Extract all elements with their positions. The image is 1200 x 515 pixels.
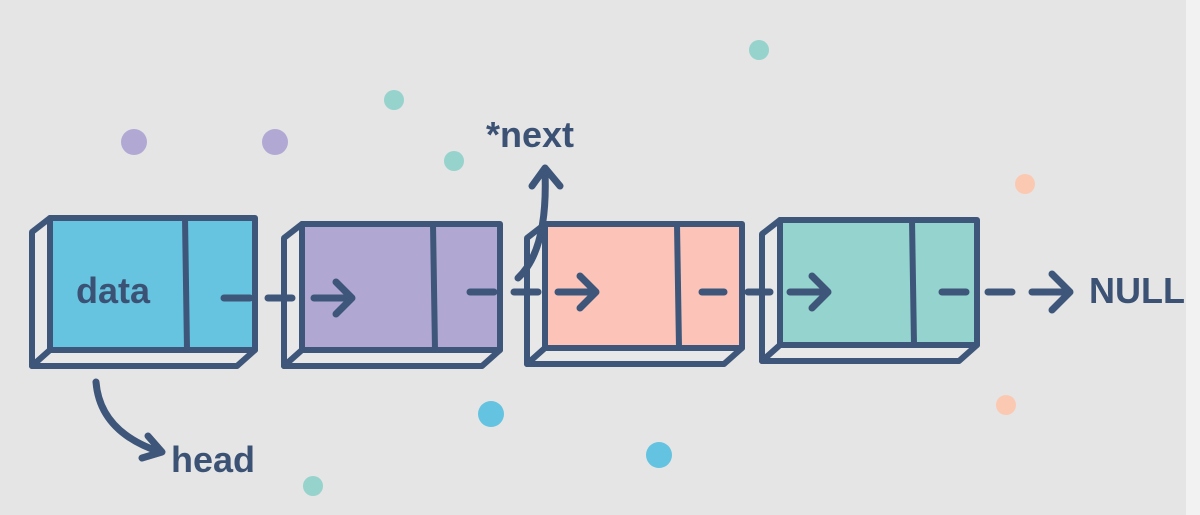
node-divider xyxy=(674,223,682,349)
node-data-cell xyxy=(777,217,980,348)
null-label: NULL xyxy=(1089,270,1185,311)
node-2 xyxy=(281,221,503,369)
dot xyxy=(478,401,504,427)
dot xyxy=(646,442,672,468)
next-pointer-arrow xyxy=(514,164,564,282)
dot xyxy=(262,129,288,155)
node-divider xyxy=(182,217,190,351)
dot xyxy=(444,151,464,171)
head-label: head xyxy=(171,439,255,480)
head-pointer-arrow xyxy=(92,378,166,462)
node-data-cell xyxy=(299,221,503,353)
dot xyxy=(384,90,404,110)
dot xyxy=(121,129,147,155)
node-3 xyxy=(524,221,745,367)
node-data-cell xyxy=(542,221,745,351)
data-label: data xyxy=(76,270,151,311)
node-divider xyxy=(430,223,438,351)
right-edge-strip xyxy=(1186,0,1200,515)
dot xyxy=(996,395,1016,415)
node-data-cell xyxy=(47,215,258,353)
decorative-dots xyxy=(121,40,1035,496)
arrow-2-3 xyxy=(466,272,600,312)
node-divider xyxy=(909,219,917,346)
arrow-1-2 xyxy=(220,278,356,318)
dot xyxy=(303,476,323,496)
nodes xyxy=(29,215,980,369)
dot xyxy=(749,40,769,60)
arrow-3-4 xyxy=(698,272,832,312)
arrows xyxy=(92,164,1074,462)
node-1 xyxy=(29,215,258,369)
next-pointer-label: *next xyxy=(486,114,574,155)
arrow-to-null xyxy=(938,270,1074,314)
dot xyxy=(1015,174,1035,194)
